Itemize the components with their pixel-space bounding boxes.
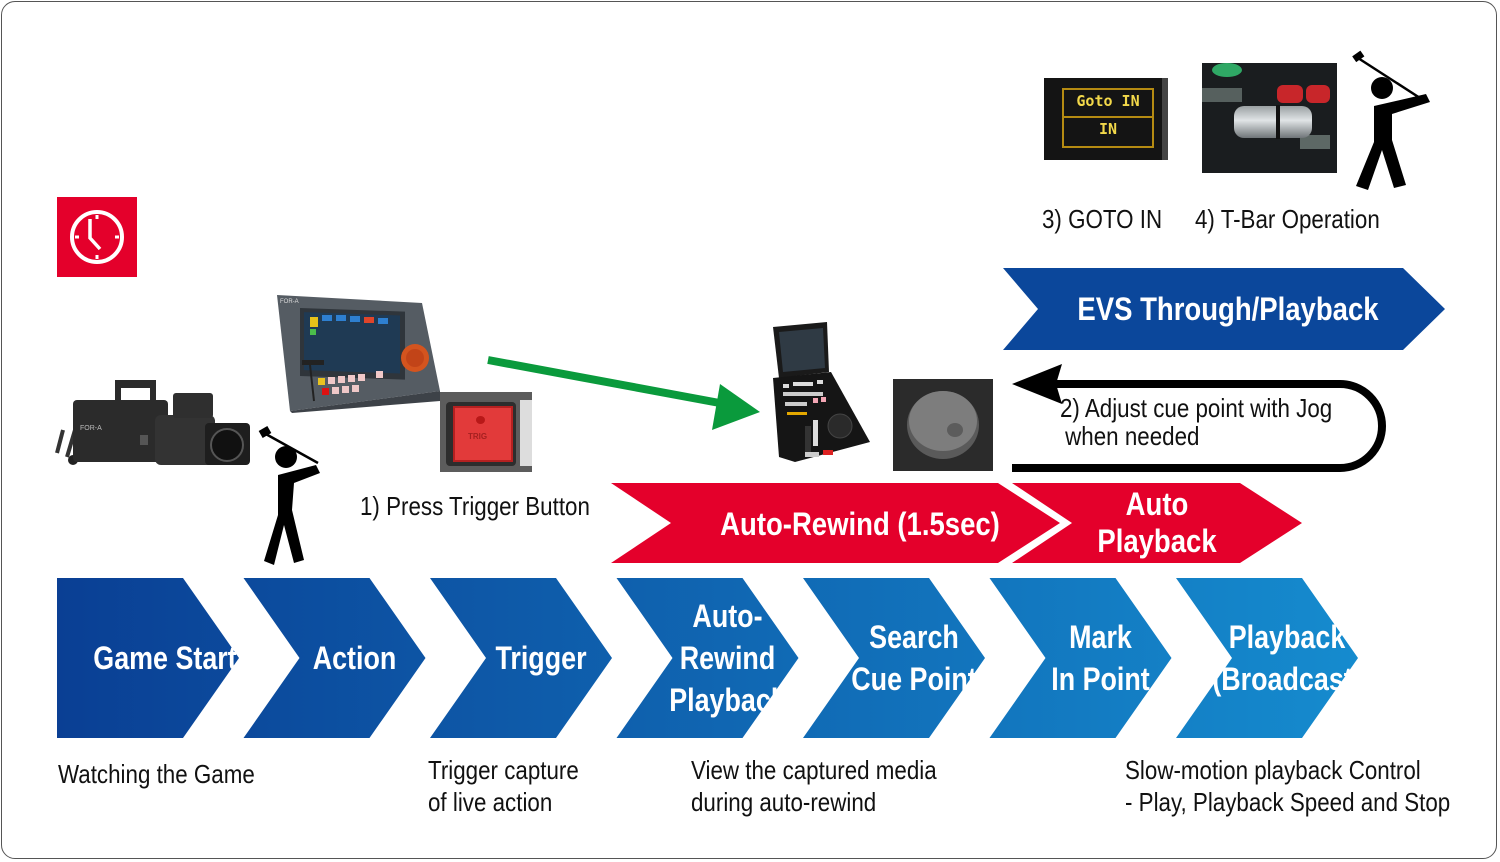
desc-view: View the captured media during auto-rewi… <box>691 754 937 818</box>
desc-view-line2: during auto-rewind <box>691 787 877 817</box>
in-label: IN <box>1098 120 1118 138</box>
flow-step-label: Cue Point <box>851 662 977 698</box>
flow-step-label: Search <box>869 620 959 656</box>
golfer-icon-right <box>1352 50 1430 190</box>
trigger-button-image: TRIG <box>440 392 532 472</box>
auto-playback-banner <box>1012 483 1302 563</box>
auto-rewind-label: Auto-Rewind (1.5sec) <box>720 507 1000 542</box>
flow-step-3 <box>430 578 612 738</box>
flow-step-label: In Point <box>1051 662 1150 698</box>
flow-step-label: (Broadcast) <box>1212 662 1361 698</box>
svg-text:FOR-A: FOR-A <box>280 299 299 305</box>
flow-step-label: Game Start <box>93 641 237 677</box>
broadcast-camera-image: FOR-A <box>55 380 250 465</box>
clock-badge <box>57 197 137 277</box>
evs-banner-label: EVS Through/Playback <box>1077 292 1378 327</box>
goto-in-image: Goto IN IN <box>1044 78 1168 160</box>
clock-icon <box>70 210 124 264</box>
flow-step-label: Playback <box>1229 620 1346 656</box>
trigger-button-label: TRIG <box>468 432 488 441</box>
desc-view-line1: View the captured media <box>691 755 937 785</box>
step-adjust-cue: 2) Adjust cue point with Jog when needed <box>1060 392 1332 452</box>
desc-trigger: Trigger capture of live action <box>428 754 579 818</box>
flow-step-label: Rewind <box>680 641 776 677</box>
replay-controller-image: FOR-A <box>277 295 440 413</box>
desc-trigger-line2: of live action <box>428 787 553 817</box>
t-bar-image <box>1202 63 1337 173</box>
auto-playback-label-1: Auto <box>1126 487 1189 522</box>
evs-controller-image <box>773 322 870 462</box>
desc-slowmo: Slow-motion playback Control - Play, Pla… <box>1125 754 1450 818</box>
step-press-trigger: 1) Press Trigger Button <box>360 491 590 521</box>
flow-step-label: Mark <box>1069 620 1132 656</box>
jog-wheel-image <box>893 379 993 471</box>
flow-step-1 <box>57 578 239 738</box>
flow-step-6 <box>989 578 1172 738</box>
flow-step-2 <box>243 578 426 738</box>
jog-return-arrow <box>1012 364 1386 472</box>
desc-slowmo-line1: Slow-motion playback Control <box>1125 755 1421 785</box>
auto-playback-label-2: Playback <box>1097 524 1217 559</box>
svg-text:FOR-A: FOR-A <box>80 425 102 432</box>
red-banners: Auto-Rewind (1.5sec) Auto Playback <box>611 483 1302 563</box>
desc-trigger-line1: Trigger capture <box>428 755 579 785</box>
flow-step-label: Trigger <box>495 641 587 677</box>
goto-in-label: Goto IN <box>1076 92 1140 110</box>
step-t-bar: 4) T-Bar Operation <box>1195 204 1380 234</box>
step-adjust-cue-line2: when needed <box>1065 421 1200 451</box>
step-adjust-cue-line1: 2) Adjust cue point with Jog <box>1060 393 1333 423</box>
flow-step-5 <box>803 578 985 738</box>
evs-banner: EVS Through/Playback <box>1003 268 1445 350</box>
green-flow-arrow <box>487 356 760 430</box>
flow-step-7 <box>1176 578 1358 738</box>
flow-step-4 <box>616 578 799 738</box>
desc-watching: Watching the Game <box>58 759 255 789</box>
desc-slowmo-line2: - Play, Playback Speed and Stop <box>1125 787 1451 817</box>
step-goto-in: 3) GOTO IN <box>1042 204 1163 234</box>
flow-step-label: Auto- <box>692 599 762 635</box>
auto-rewind-banner <box>611 483 1060 563</box>
golfer-icon <box>258 426 320 565</box>
flow-step-label: Action <box>313 641 397 677</box>
flow-step-label: Playback <box>669 683 786 719</box>
